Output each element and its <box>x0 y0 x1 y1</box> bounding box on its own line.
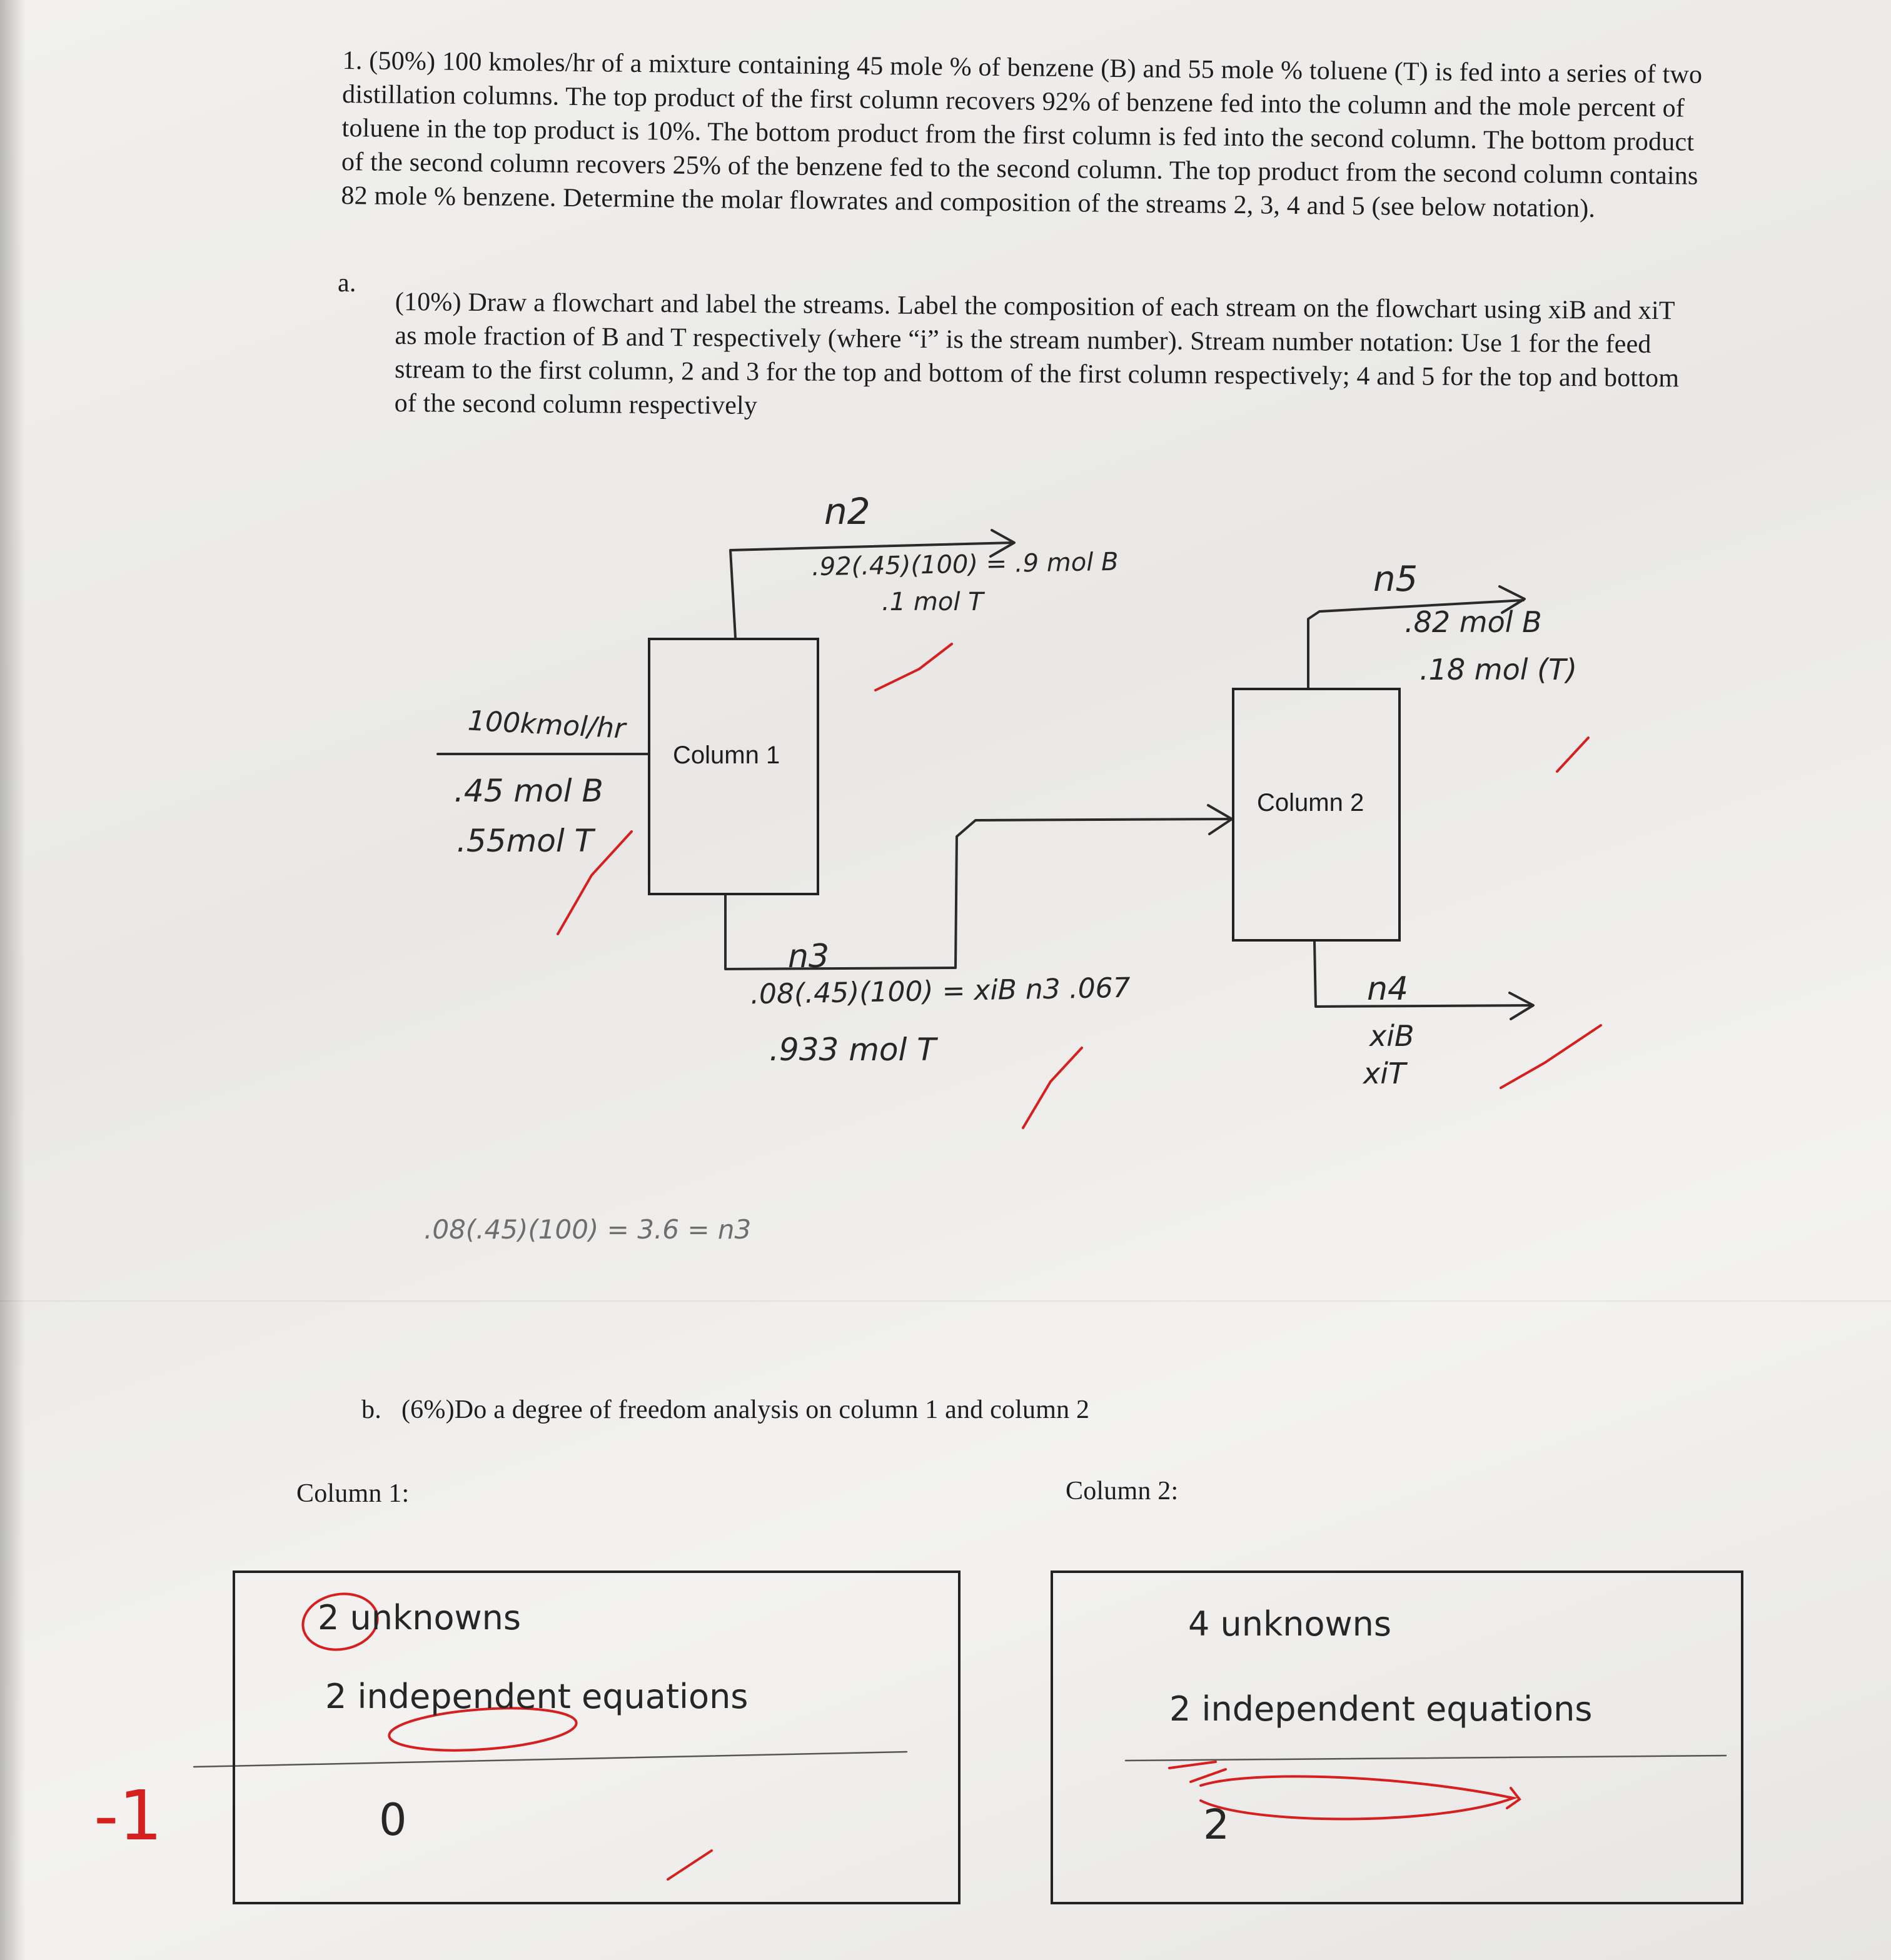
column-1-label: Column 1 <box>673 741 780 769</box>
ellipse-annotation-independent <box>388 1707 578 1752</box>
check-mark-feed <box>557 830 633 935</box>
dof-column-1-heading: Column 1: <box>296 1479 410 1508</box>
stream-2-benzene-label: .92(.45)(100) = .9 mol B <box>811 547 1119 582</box>
paper-edge-shadow <box>0 0 25 1960</box>
stream-5-benzene-label: .82 mol B <box>1404 605 1542 639</box>
dof-column-2-box <box>1051 1571 1743 1904</box>
check-mark-stream3 <box>1022 1047 1083 1129</box>
column-2-box <box>1232 688 1401 942</box>
stream-5-toluene-label: .18 mol (T) <box>1420 653 1578 686</box>
check-mark-dof1 <box>667 1849 713 1881</box>
dof-column-2-heading: Column 2: <box>1066 1477 1179 1505</box>
stream-5-symbol: n5 <box>1373 559 1418 600</box>
check-mark-stream4 <box>1500 1024 1602 1089</box>
part-b-prompt: b. (6%)Do a degree of freedom analysis o… <box>361 1395 1090 1424</box>
column-2-label: Column 2 <box>1257 789 1364 817</box>
dof-col1-unknowns: 2 unknowns <box>318 1598 522 1637</box>
scratch-calculation: .08(.45)(100) = 3.6 = n3 <box>424 1214 752 1245</box>
paper-fold <box>0 1300 1891 1302</box>
stream-4-benzene-label: xiB <box>1369 1019 1414 1053</box>
arrow-annotation-col2 <box>1506 1787 1521 1809</box>
stream-5-arrowhead <box>1498 585 1526 614</box>
circle-annotation-2 <box>301 1592 379 1651</box>
stream-5-line <box>1307 599 1525 689</box>
stream-2-symbol: n2 <box>824 490 870 533</box>
stream-3-benzene-label: .08(.45)(100) = xiB n3 .067 <box>750 972 1131 1011</box>
dof-col1-equations: 2 independent equations <box>325 1677 749 1716</box>
dof-col2-result: 2 <box>1203 1801 1229 1849</box>
dof-col1-result: 0 <box>379 1794 407 1846</box>
stream-4-line <box>1313 940 1533 1008</box>
pencil-line-col2 <box>1124 1754 1727 1762</box>
grade-deduction: -1 <box>94 1776 163 1856</box>
feed-toluene-label: .55mol T <box>456 823 594 859</box>
dof-col2-equations: 2 independent equations <box>1169 1689 1593 1729</box>
column-1-box <box>648 638 819 895</box>
pencil-line-col1 <box>193 1751 908 1768</box>
stream-4-toluene-label: xiT <box>1363 1057 1406 1090</box>
strike-mark-col2-b <box>1189 1768 1227 1783</box>
dof-column-1-box <box>233 1571 961 1904</box>
check-mark-stream5 <box>1556 736 1590 773</box>
dof-col2-unknowns: 4 unknowns <box>1188 1604 1392 1644</box>
feed-benzene-label: .45 mol B <box>454 773 603 809</box>
check-mark-stream2 <box>874 643 953 691</box>
strike-mark-col2 <box>1168 1761 1217 1769</box>
stream-3-symbol: n3 <box>788 938 830 975</box>
stream-4-symbol: n4 <box>1367 970 1409 1008</box>
stream-3-line <box>724 818 1232 970</box>
stream-2-line <box>729 541 1014 639</box>
stream-4-arrowhead <box>1508 992 1535 1020</box>
ellipse-annotation-col2 <box>1199 1775 1518 1821</box>
part-a-letter: a. <box>338 269 356 298</box>
stream-3-toluene-label: .933 mol T <box>769 1032 936 1068</box>
stream-2-toluene-label: .1 mol T <box>882 588 984 616</box>
stream-2-arrowhead <box>989 529 1016 558</box>
